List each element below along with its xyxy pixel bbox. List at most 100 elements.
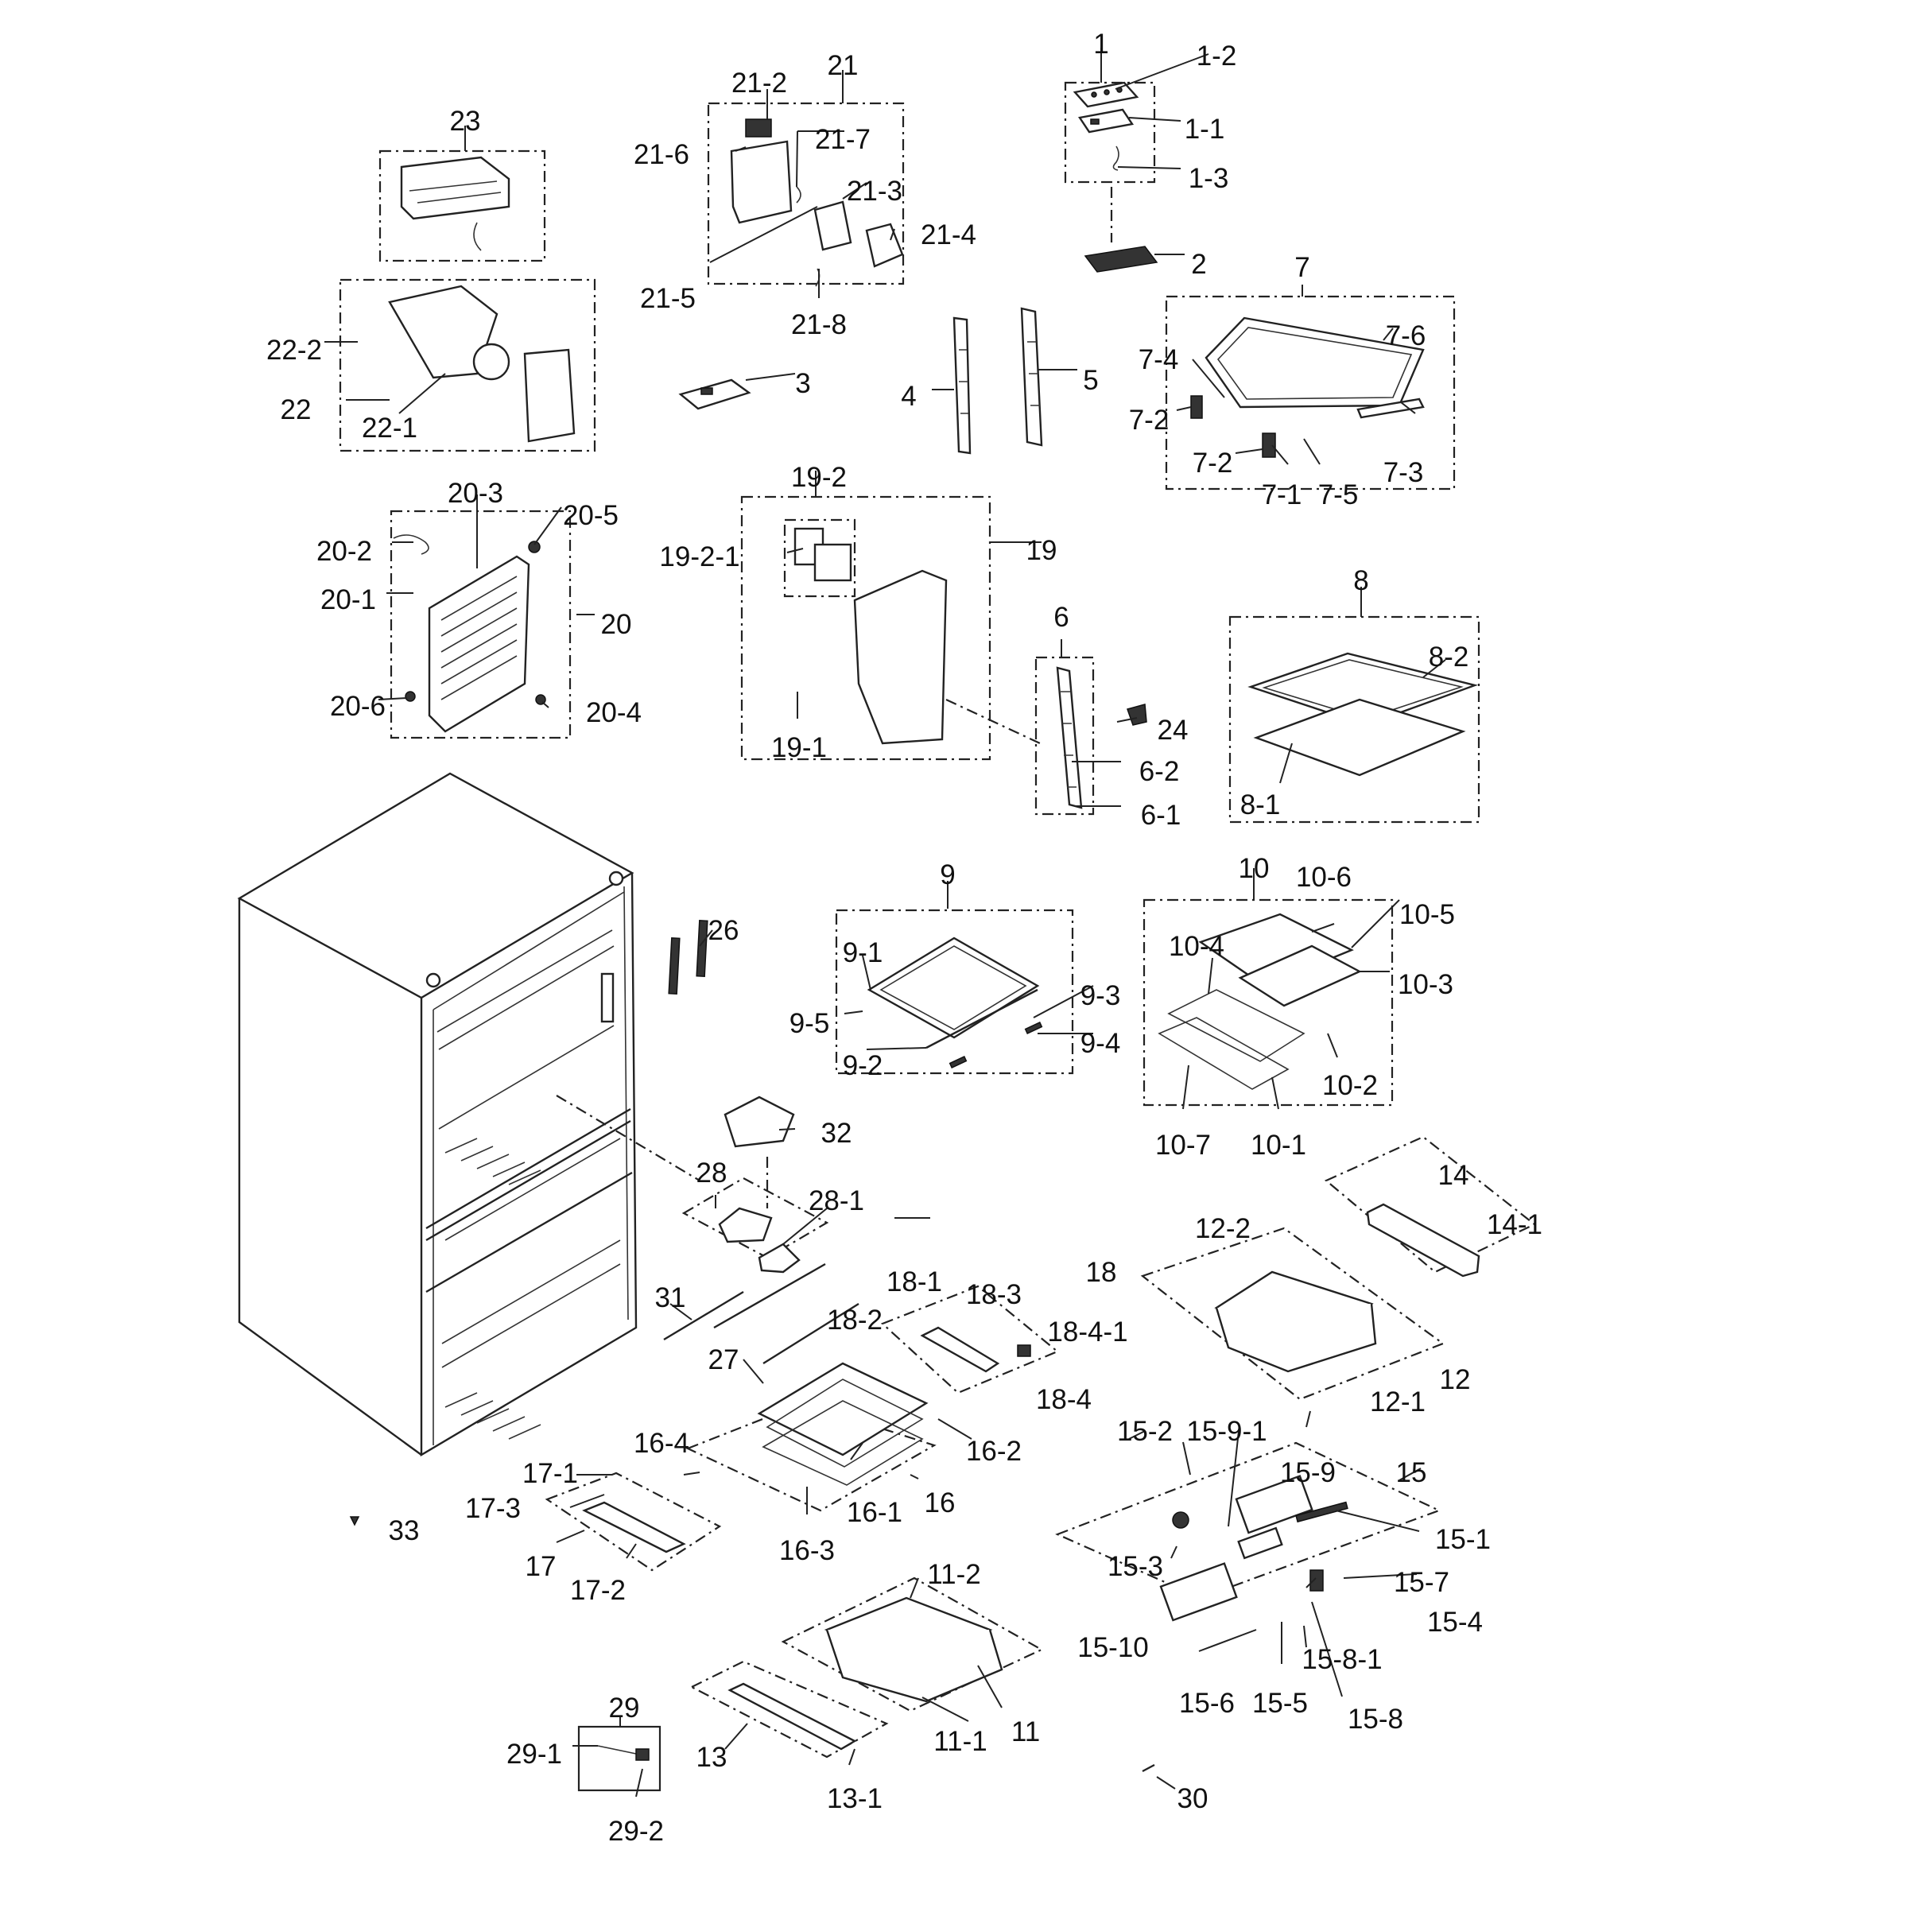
part-label-16-3: 16-3 [779,1535,835,1566]
part-label-7-6: 7-6 [1386,320,1426,351]
part-label-20-1: 20-1 [320,584,376,615]
part-label-23: 23 [450,106,481,137]
part-label-9: 9 [940,859,955,890]
part-label-9-1: 9-1 [843,937,883,968]
part-label-20-2: 20-2 [316,536,372,567]
part-label-22-1: 22-1 [362,413,417,444]
part-label-7: 7 [1294,252,1309,283]
part-label-15-5: 15-5 [1252,1688,1308,1719]
part-label-10-2: 10-2 [1322,1070,1378,1101]
part-label-5: 5 [1083,365,1098,396]
part-label-7-5: 7-5 [1318,479,1359,510]
part-label-20-3: 20-3 [448,478,503,509]
part-label-7-3: 7-3 [1383,457,1424,488]
part-label-4: 4 [901,381,916,412]
part-label-19-2: 19-2 [791,462,847,493]
part-label-1-2: 1-2 [1197,41,1237,72]
part-label-6-2: 6-2 [1139,756,1180,787]
part-label-15-8: 15-8 [1348,1704,1403,1735]
group-boxes [339,81,1537,1792]
part-label-15-4: 15-4 [1427,1607,1483,1638]
part-label-9-3: 9-3 [1080,980,1121,1011]
part-label-1-1: 1-1 [1185,114,1225,145]
part-label-16: 16 [925,1487,956,1518]
part-label-8-1: 8-1 [1240,789,1281,820]
part-label-26: 26 [708,915,739,946]
part-label-24: 24 [1158,715,1189,746]
part-label-6: 6 [1053,602,1069,633]
part-label-15-2: 15-2 [1117,1416,1173,1447]
part-label-21-4: 21-4 [921,219,976,250]
part-label-6-1: 6-1 [1141,800,1181,831]
part-label-11-2: 11-2 [927,1559,980,1590]
part-label-12: 12 [1440,1364,1471,1395]
part-label-9-4: 9-4 [1080,1028,1121,1059]
part-label-30: 30 [1177,1783,1208,1814]
part-label-16-2: 16-2 [966,1436,1022,1467]
part-label-21-6: 21-6 [634,139,689,170]
part-label-27: 27 [708,1344,739,1375]
part-label-18-4: 18-4 [1036,1384,1092,1415]
part-label-21: 21 [828,50,859,81]
part-label-12-2: 12-2 [1195,1213,1251,1244]
part-label-8-2: 8-2 [1429,642,1469,673]
part-label-17: 17 [526,1551,557,1582]
part-label-20-6: 20-6 [330,691,386,722]
part-label-17-2: 17-2 [570,1575,626,1606]
part-label-10-3: 10-3 [1398,969,1453,1000]
part-label-15-10: 15-10 [1077,1632,1149,1663]
part-label-15-3: 15-3 [1108,1551,1163,1582]
part-label-15-6: 15-6 [1179,1688,1235,1719]
part-drawings [349,81,1480,1773]
part-label-29-1: 29-1 [506,1739,562,1770]
part-label-1: 1 [1093,29,1108,60]
part-label-13-1: 13-1 [827,1783,883,1814]
part-label-15-9-1: 15-9-1 [1186,1416,1267,1447]
part-label-9-5: 9-5 [789,1008,830,1039]
part-label-10-5: 10-5 [1399,899,1455,930]
part-label-19-2-1: 19-2-1 [659,541,739,572]
part-label-14: 14 [1438,1160,1469,1191]
part-label-10-7: 10-7 [1155,1130,1211,1161]
part-label-10-6: 10-6 [1296,862,1352,893]
part-label-20-5: 20-5 [563,500,619,531]
part-label-1-3: 1-3 [1189,163,1229,194]
part-label-16-4: 16-4 [634,1428,689,1459]
assembly-lines [556,187,1113,1208]
part-label-32: 32 [821,1118,852,1149]
part-label-7-4: 7-4 [1139,344,1179,375]
part-label-28-1: 28-1 [809,1185,864,1216]
part-label-13: 13 [696,1742,727,1773]
part-label-2: 2 [1191,249,1206,280]
part-label-11-1: 11-1 [933,1726,987,1757]
part-label-10-4: 10-4 [1169,931,1224,962]
part-label-8: 8 [1353,565,1368,596]
part-label-14-1: 14-1 [1487,1209,1542,1240]
part-label-22: 22 [281,394,312,425]
part-label-7-2a: 7-2 [1129,405,1170,436]
part-label-9-2: 9-2 [843,1050,883,1081]
part-label-21-5: 21-5 [640,283,696,314]
part-label-21-3: 21-3 [847,176,902,207]
part-label-15-1: 15-1 [1435,1524,1491,1555]
part-label-17-1: 17-1 [522,1458,578,1489]
part-label-21-7: 21-7 [815,124,871,155]
part-label-29: 29 [609,1693,640,1724]
part-label-21-8: 21-8 [791,309,847,340]
part-label-18: 18 [1086,1257,1117,1288]
part-label-20-4: 20-4 [586,697,642,728]
part-label-11: 11 [1011,1716,1040,1747]
part-label-15-9: 15-9 [1280,1457,1336,1488]
leader-lines [324,48,1446,1797]
part-label-18-3: 18-3 [966,1279,1022,1310]
part-label-33: 33 [389,1515,420,1546]
part-label-10: 10 [1239,853,1270,884]
part-label-15: 15 [1396,1457,1427,1488]
part-label-18-2: 18-2 [827,1305,883,1336]
part-label-19-1: 19-1 [771,732,827,763]
part-label-17-3: 17-3 [465,1493,521,1524]
part-label-10-1: 10-1 [1251,1130,1306,1161]
part-label-20: 20 [601,609,632,640]
